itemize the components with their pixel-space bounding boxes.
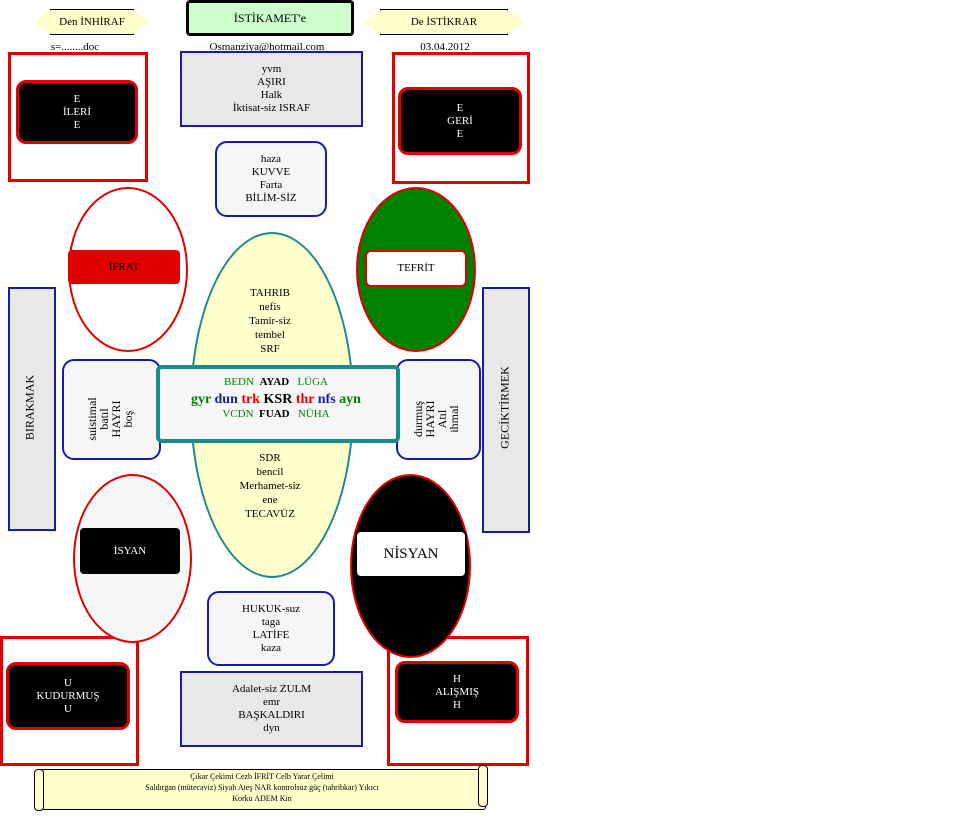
corner-bottom-right-line3: H [453,698,461,711]
bottom-round-line1: HUKUK-suz [241,602,301,615]
ifrat-label: İFRAT [108,260,140,273]
center-word-thr: thr [295,392,315,407]
right-side-round-line4: ihmal [447,405,461,433]
center-oval-bottom-line5: TECAVÜZ [245,508,295,520]
top-grey-line3: Halk [260,89,283,101]
top-round-line2: KUVVE [251,166,291,178]
bottom-grey-line3: BAŞKALDIRI [238,709,305,721]
corner-bottom-left-line2: KUDURMUŞ [36,689,100,702]
bottom-round-line2: taga [261,615,281,628]
center-oval-bottom-line1: SDR [259,452,281,464]
center-word-nuha: NÜHA [297,408,330,420]
center-core-row2: gyr dun trk KSR thr nfs ayn [160,392,392,408]
corner-bottom-right-line2: ALIŞMIŞ [434,685,479,698]
center-oval-top-line3: Tamir-siz [249,315,291,327]
center-core-box [156,365,400,443]
center-oval-top-line2: nefis [259,301,281,313]
left-side-bar-label: BIRAKMAK [22,374,37,441]
scroll-left-curl [34,769,44,811]
corner-top-right-line1: E [456,101,464,114]
scroll-right-curl [478,765,488,807]
bottom-grey-box: Adalet-siz ZULM emr BAŞKALDIRI dyn [180,671,363,747]
tefrit-label: TEFRİT [397,262,435,274]
center-core-row1: BEDN AYAD LÜGA [160,376,392,388]
bottom-grey-line2: emr [262,696,281,708]
corner-top-left-line1: E [73,92,81,105]
center-oval-top-text: TAHRIB nefis Tamir-siz tembel SRF [210,286,330,356]
top-round-line4: BİLİM-SİZ [245,192,297,204]
bottom-grey-line4: dyn [263,722,280,734]
corner-top-left-box: E İLERİ E [16,80,138,144]
center-oval-bottom-text: SDR bencil Merhamet-siz ene TECAVÜZ [210,451,330,521]
top-round-box: haza KUVVE Farta BİLİM-SİZ [215,141,327,217]
center-oval-top-line5: SRF [260,343,280,355]
corner-top-right-line2: GERİ [447,114,473,127]
corner-bottom-right-line1: H [453,672,461,685]
right-side-round-text: durmuş HAYRI Atıl ihmal [411,369,461,469]
center-oval-top-line4: tembel [255,329,285,341]
top-grey-line4: İktisat-siz ISRAF [232,102,311,114]
header-left-ribbon: Den İNHİRAF [33,9,151,35]
header-right-ribbon-label: De İSTİKRAR [410,16,478,28]
center-core-row3: VCDN FUAD NÜHA [160,408,392,420]
bottom-round-box: HUKUK-suz taga LATİFE kaza [207,591,335,666]
top-round-line3: Farta [259,179,283,191]
center-oval-top-line1: TAHRIB [249,287,291,299]
center-oval-bottom-line2: bencil [256,466,284,478]
tefrit-label-box: TEFRİT [365,250,467,287]
top-grey-box: yvm AŞIRI Halk İktisat-siz ISRAF [180,51,363,127]
left-side-round-text: suistimal batıl HAYRI boş [85,369,135,469]
corner-bottom-left-line1: U [64,676,72,689]
top-grey-line2: AŞIRI [257,76,286,88]
corner-bottom-left-line3: U [64,702,72,715]
corner-bottom-right-box: H ALIŞMIŞ H [395,661,519,723]
center-word-ayn: ayn [339,392,361,407]
header-center-box: İSTİKAMET'e [186,0,354,36]
left-side-bar [8,287,56,531]
corner-top-left-line3: E [73,118,81,131]
center-word-dun: dun [214,392,238,407]
corner-top-right-line3: E [456,127,464,140]
center-oval-bottom-line4: ene [262,494,278,506]
scroll-line3: Korku ADEM Kin [232,794,292,803]
center-word-vcdn: VCDN [222,408,254,420]
right-side-bar-label: GECİKTİRMEK [497,366,512,449]
top-grey-line1: yvm [261,63,282,75]
center-word-luga: LÜGA [297,376,329,388]
ifrat-label-box: İFRAT [68,250,180,284]
header-right-ribbon: De İSTİKRAR [363,9,525,35]
bottom-grey-line1: Adalet-siz ZULM [231,683,312,695]
left-side-round-line4: boş [121,410,135,428]
isyan-label: İSYAN [113,544,147,557]
right-side-bar [482,287,530,533]
corner-bottom-left-box: U KUDURMUŞ U [6,662,130,730]
bottom-round-line4: kaza [260,641,282,654]
center-word-gyr: gyr [191,392,211,407]
bottom-round-line3: LATİFE [252,628,290,641]
top-round-line1: haza [260,153,282,165]
isyan-label-box: İSYAN [80,528,180,574]
center-word-ayad: AYAD [259,376,290,388]
nisyan-label-box: NİSYAN [355,530,467,578]
header-date: 03.04.2012 [420,41,470,53]
corner-top-right-box: E GERİ E [398,87,522,155]
nisyan-label: NİSYAN [383,545,439,562]
corner-top-left-line2: İLERİ [62,105,92,118]
center-word-trk: trk [241,392,261,407]
center-oval-bottom-line3: Merhamet-siz [239,480,301,492]
header-email: Osmanziya@hotmail.com [209,41,325,53]
center-word-bedn: BEDN [223,376,254,388]
center-word-ksr: KSR [263,392,293,407]
center-word-fuad: FUAD [259,408,290,420]
center-word-nfs: nfs [317,392,336,407]
bottom-scroll: Çıkar Çekimi Cezb İFRİT Celb Yarar Çelim… [38,769,486,810]
header-left-ribbon-label: Den İNHİRAF [59,16,125,28]
header-center-label: İSTİKAMET'e [233,10,307,25]
header-left-caption: s=........doc [50,41,100,53]
scroll-line2: Saldırgan (mütecaviz) Siyah Ateş NAR kon… [145,783,379,792]
scroll-line1: Çıkar Çekimi Cezb İFRİT Celb Yarar Çelim… [190,772,334,781]
